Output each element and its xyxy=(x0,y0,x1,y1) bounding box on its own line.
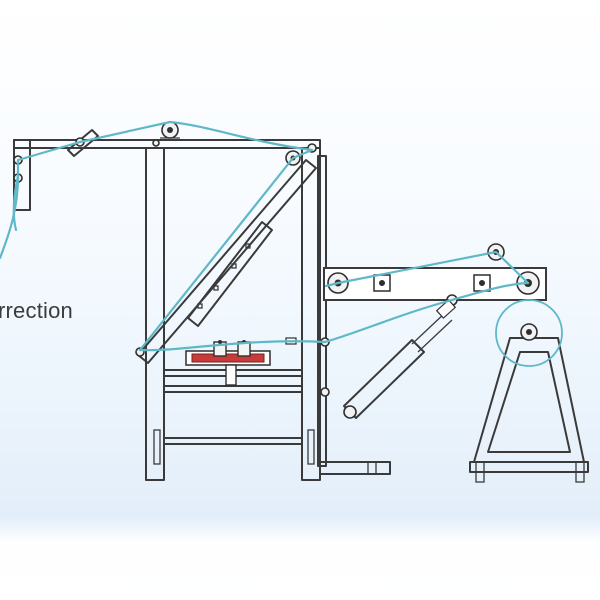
bottom-fade xyxy=(0,516,600,600)
correction-label: rrection xyxy=(0,298,73,323)
edge-clamp-device xyxy=(185,337,297,386)
side-roller-bar xyxy=(323,243,547,306)
right-stand xyxy=(469,299,589,483)
left-guide-rollers xyxy=(13,137,330,397)
fabric-path xyxy=(0,120,530,352)
cylinders xyxy=(343,299,457,419)
